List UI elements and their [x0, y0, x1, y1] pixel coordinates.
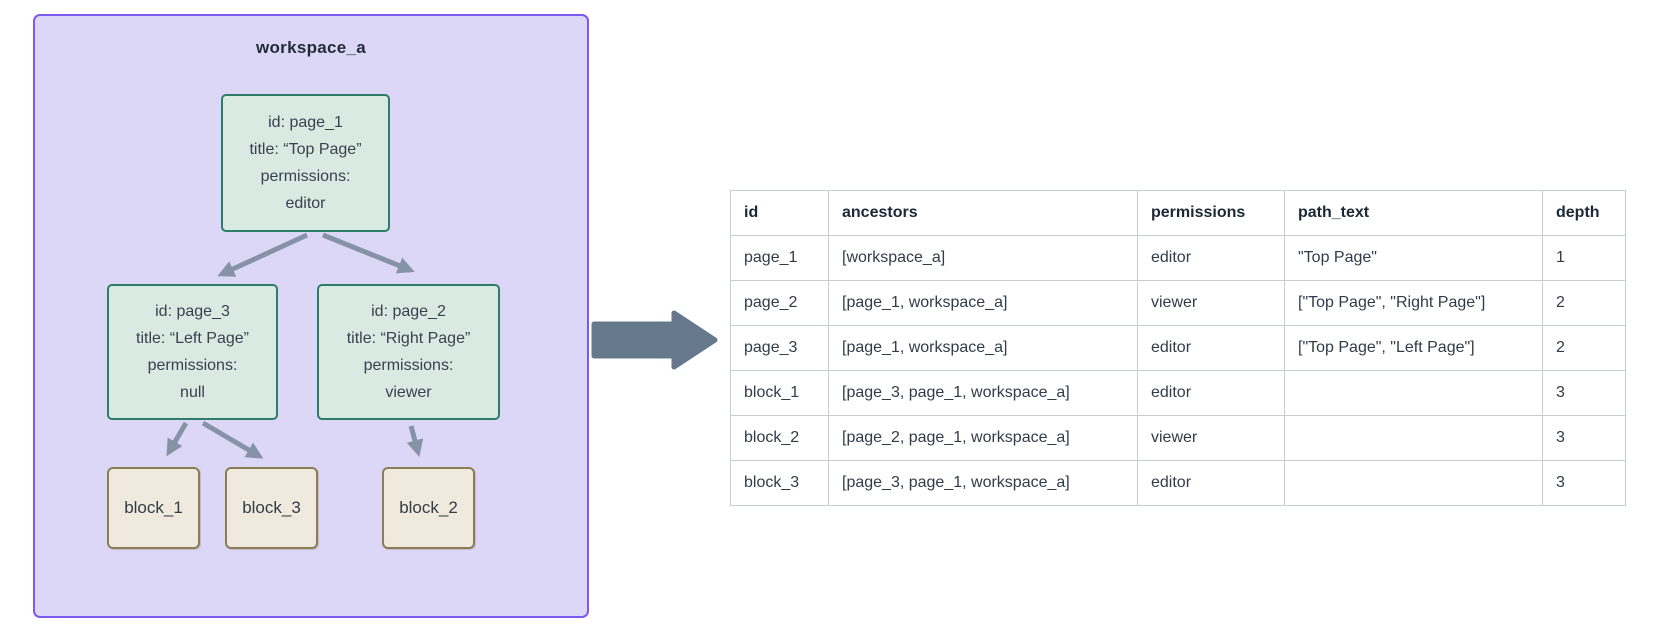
cell-ancestors: [page_1, workspace_a]	[828, 325, 1138, 371]
tree-edges	[166, 232, 424, 459]
cell-permissions: editor	[1137, 325, 1285, 371]
cell-depth: 1	[1542, 235, 1626, 281]
table-row: page_2 [page_1, workspace_a] viewer ["To…	[730, 280, 1626, 326]
node-page-2: id: page_2 title: “Right Page” permissio…	[317, 284, 500, 420]
cell-ancestors: [page_2, page_1, workspace_a]	[828, 415, 1138, 461]
cell-ancestors: [workspace_a]	[828, 235, 1138, 281]
cell-ancestors: [page_3, page_1, workspace_a]	[828, 370, 1138, 416]
cell-depth: 3	[1542, 415, 1626, 461]
node-line: permissions:	[260, 168, 351, 185]
node-block-2: block_2	[382, 467, 475, 549]
col-header-permissions: permissions	[1137, 190, 1285, 236]
col-header-depth: depth	[1542, 190, 1626, 236]
node-line: title: “Left Page”	[136, 330, 249, 347]
result-table: id ancestors permissions path_text depth…	[730, 190, 1626, 506]
edge-page2-block2	[406, 425, 424, 457]
node-line: id: page_3	[155, 303, 230, 320]
cell-path-text	[1284, 415, 1543, 461]
node-line: id: page_1	[268, 114, 343, 131]
cell-id: block_2	[730, 415, 829, 461]
node-label: block_3	[242, 498, 301, 517]
cell-path-text	[1284, 460, 1543, 506]
node-line: permissions:	[363, 357, 454, 374]
cell-permissions: editor	[1137, 460, 1285, 506]
cell-depth: 3	[1542, 370, 1626, 416]
cell-permissions: editor	[1137, 235, 1285, 281]
cell-depth: 2	[1542, 325, 1626, 371]
node-line: title: “Right Page”	[346, 330, 471, 347]
edge-page1-page3	[217, 232, 309, 277]
cell-id: page_3	[730, 325, 829, 371]
node-line: permissions:	[147, 357, 238, 374]
cell-permissions: editor	[1137, 370, 1285, 416]
node-line: editor	[285, 195, 326, 212]
workspace-title: workspace_a	[255, 38, 367, 57]
node-block-1: block_1	[107, 467, 200, 549]
node-line: viewer	[385, 384, 432, 401]
cell-path-text: "Top Page"	[1284, 235, 1543, 281]
cell-ancestors: [page_3, page_1, workspace_a]	[828, 460, 1138, 506]
node-label: block_2	[399, 498, 458, 517]
edge-page1-page2	[322, 232, 415, 274]
node-line: title: “Top Page”	[249, 141, 362, 158]
node-block-3: block_3	[225, 467, 318, 549]
cell-path-text: ["Top Page", "Right Page"]	[1284, 280, 1543, 326]
table-row: page_3 [page_1, workspace_a] editor ["To…	[730, 325, 1626, 371]
node-label: block_1	[124, 498, 183, 517]
table-row: block_3 [page_3, page_1, workspace_a] ed…	[730, 460, 1626, 506]
cell-permissions: viewer	[1137, 280, 1285, 326]
cell-depth: 2	[1542, 280, 1626, 326]
table-row: block_1 [page_3, page_1, workspace_a] ed…	[730, 370, 1626, 416]
cell-path-text	[1284, 370, 1543, 416]
col-header-id: id	[730, 190, 829, 236]
cell-id: block_1	[730, 370, 829, 416]
cell-id: page_2	[730, 280, 829, 326]
cell-depth: 3	[1542, 460, 1626, 506]
col-header-ancestors: ancestors	[828, 190, 1138, 236]
cell-id: block_3	[730, 460, 829, 506]
node-line: null	[180, 384, 205, 401]
transform-arrow-icon	[591, 310, 718, 370]
table-header-row: id ancestors permissions path_text depth	[730, 190, 1626, 236]
edge-page3-block1	[166, 421, 189, 457]
node-page-3: id: page_3 title: “Left Page” permission…	[107, 284, 278, 420]
edge-page3-block3	[201, 420, 264, 459]
node-page-1: id: page_1 title: “Top Page” permissions…	[221, 94, 390, 232]
cell-permissions: viewer	[1137, 415, 1285, 461]
table-row: block_2 [page_2, page_1, workspace_a] vi…	[730, 415, 1626, 461]
col-header-path-text: path_text	[1284, 190, 1543, 236]
cell-id: page_1	[730, 235, 829, 281]
cell-path-text: ["Top Page", "Left Page"]	[1284, 325, 1543, 371]
node-line: id: page_2	[371, 303, 446, 320]
cell-ancestors: [page_1, workspace_a]	[828, 280, 1138, 326]
table-row: page_1 [workspace_a] editor "Top Page" 1	[730, 235, 1626, 281]
workspace-container: workspace_a id: page_1 title: “Top Page”…	[33, 14, 589, 618]
